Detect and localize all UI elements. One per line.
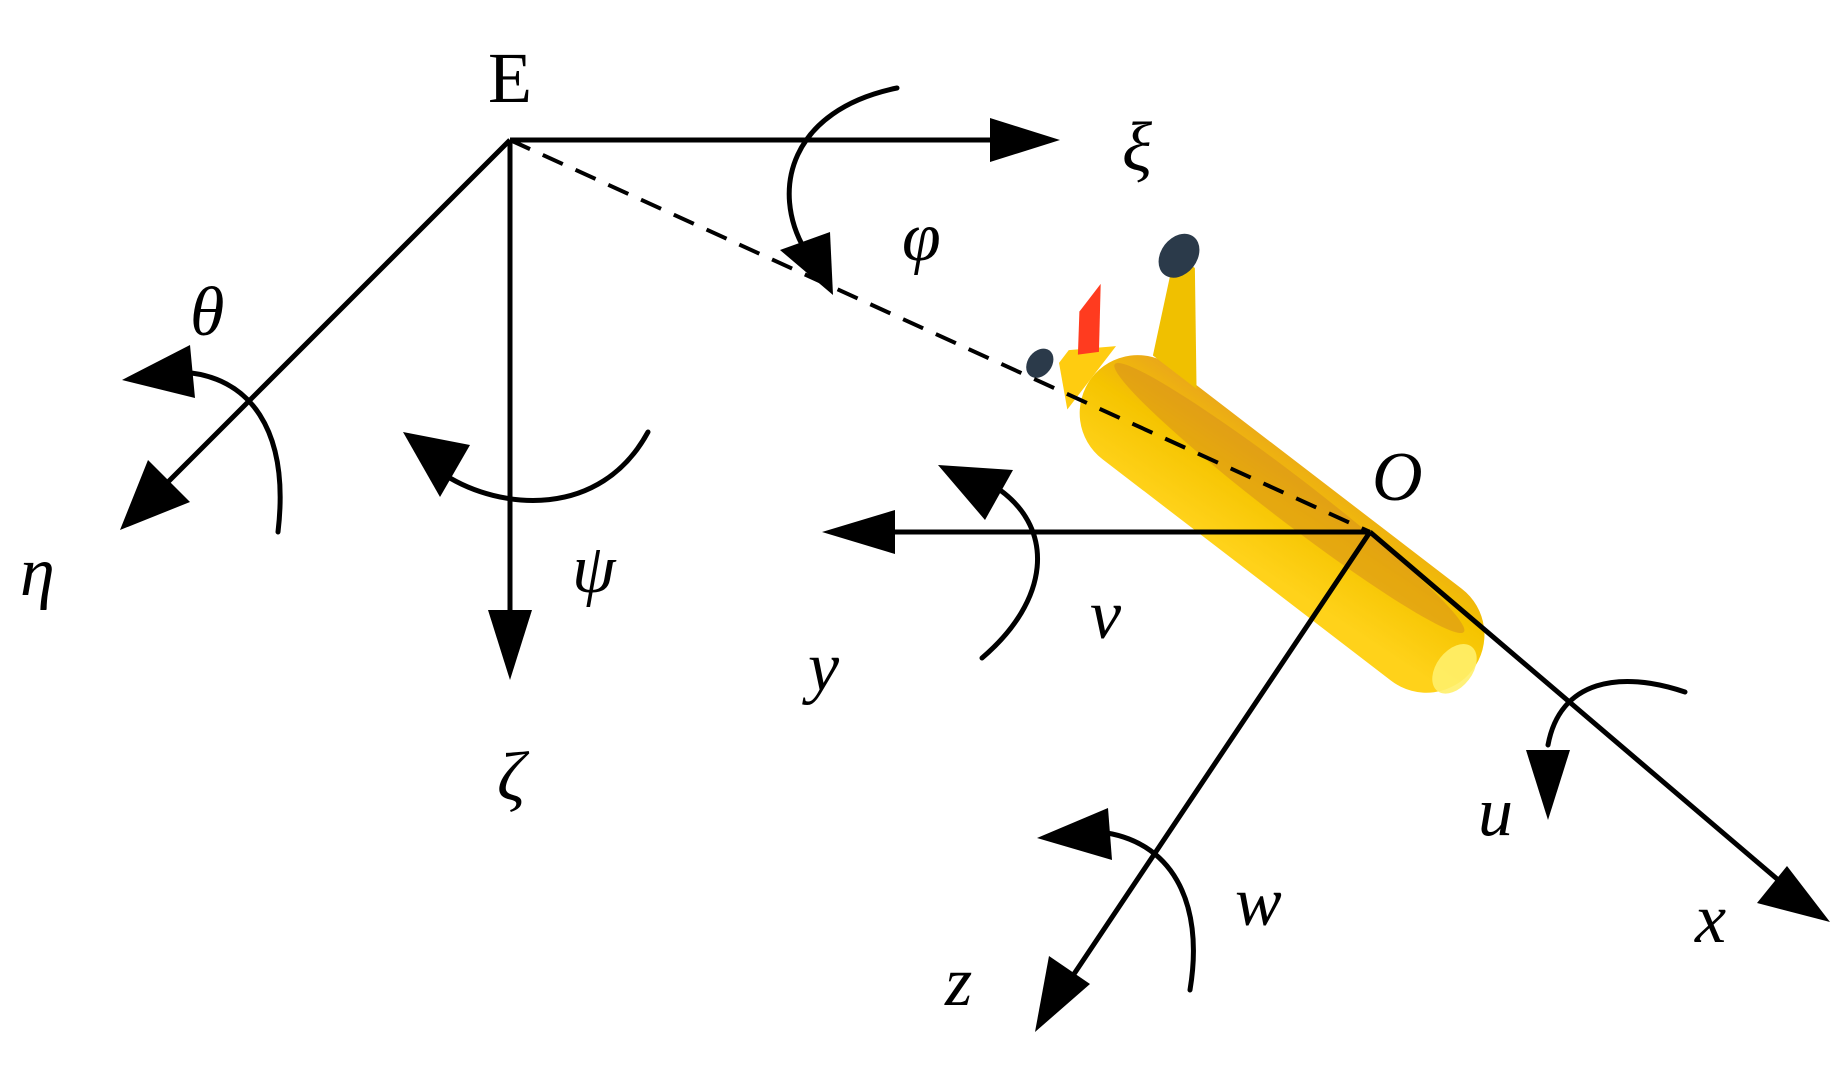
- earth-frame: [120, 118, 1371, 680]
- label-eta: η: [20, 534, 55, 611]
- label-y: y: [802, 629, 840, 706]
- label-x: x: [1694, 881, 1726, 958]
- w-rotation-arc: [1097, 829, 1196, 993]
- x-axis-arrowhead: [1757, 866, 1830, 922]
- label-zeta: ζ: [497, 739, 530, 816]
- phi-rotation-arc: [786, 85, 900, 253]
- psi-rotation-arc: [442, 429, 651, 503]
- label-u: u: [1478, 774, 1513, 851]
- vehicle-hull: [1079, 355, 1485, 693]
- zeta-axis-arrowhead: [488, 610, 532, 680]
- psi-rotation-arrowhead: [403, 432, 470, 497]
- x-axis: [1368, 530, 1792, 892]
- v-rotation-arrowhead: [938, 465, 1013, 520]
- xi-axis-arrowhead: [990, 118, 1060, 162]
- vehicle-tail-fin-red: [1077, 283, 1101, 355]
- vehicle-hull-highlight: [1114, 362, 1465, 634]
- u-rotation-arrowhead: [1526, 750, 1570, 820]
- vehicle-propeller: [1158, 233, 1200, 278]
- label-v: v: [1090, 577, 1122, 654]
- eta-axis: [158, 138, 512, 492]
- phi-rotation-arrowhead: [780, 232, 833, 295]
- eta-axis-arrowhead: [120, 460, 190, 530]
- z-axis: [1067, 530, 1373, 982]
- label-z: z: [944, 944, 972, 1021]
- position-vector: [509, 138, 1371, 534]
- label-E: E: [488, 38, 532, 118]
- vehicle-nose-tip: [1432, 644, 1477, 694]
- earth-rotations: [122, 85, 900, 535]
- body-rotations: [938, 465, 1688, 993]
- w-rotation-arrowhead: [1037, 808, 1112, 860]
- labels: E ξ η ζ φ θ ψ O x y z u v w: [20, 38, 1726, 1021]
- label-w: w: [1235, 864, 1282, 941]
- z-axis-arrowhead: [1035, 956, 1090, 1032]
- label-O: O: [1372, 439, 1423, 516]
- vehicle-tail-cone: [1059, 346, 1117, 410]
- vehicle-tail-fin-top: [1152, 252, 1197, 389]
- underwater-vehicle-illustration: [1026, 233, 1485, 694]
- theta-rotation-arc: [177, 369, 283, 535]
- label-psi: ψ: [572, 531, 617, 608]
- label-phi: φ: [902, 199, 941, 276]
- u-rotation-arc: [1545, 679, 1688, 748]
- v-rotation-arc: [979, 487, 1040, 661]
- label-xi: ξ: [1122, 109, 1152, 186]
- body-frame: [822, 510, 1830, 1032]
- label-theta: θ: [190, 274, 224, 351]
- y-axis-arrowhead: [822, 510, 895, 554]
- vehicle-propeller-lower: [1026, 348, 1054, 378]
- theta-rotation-arrowhead: [122, 345, 195, 398]
